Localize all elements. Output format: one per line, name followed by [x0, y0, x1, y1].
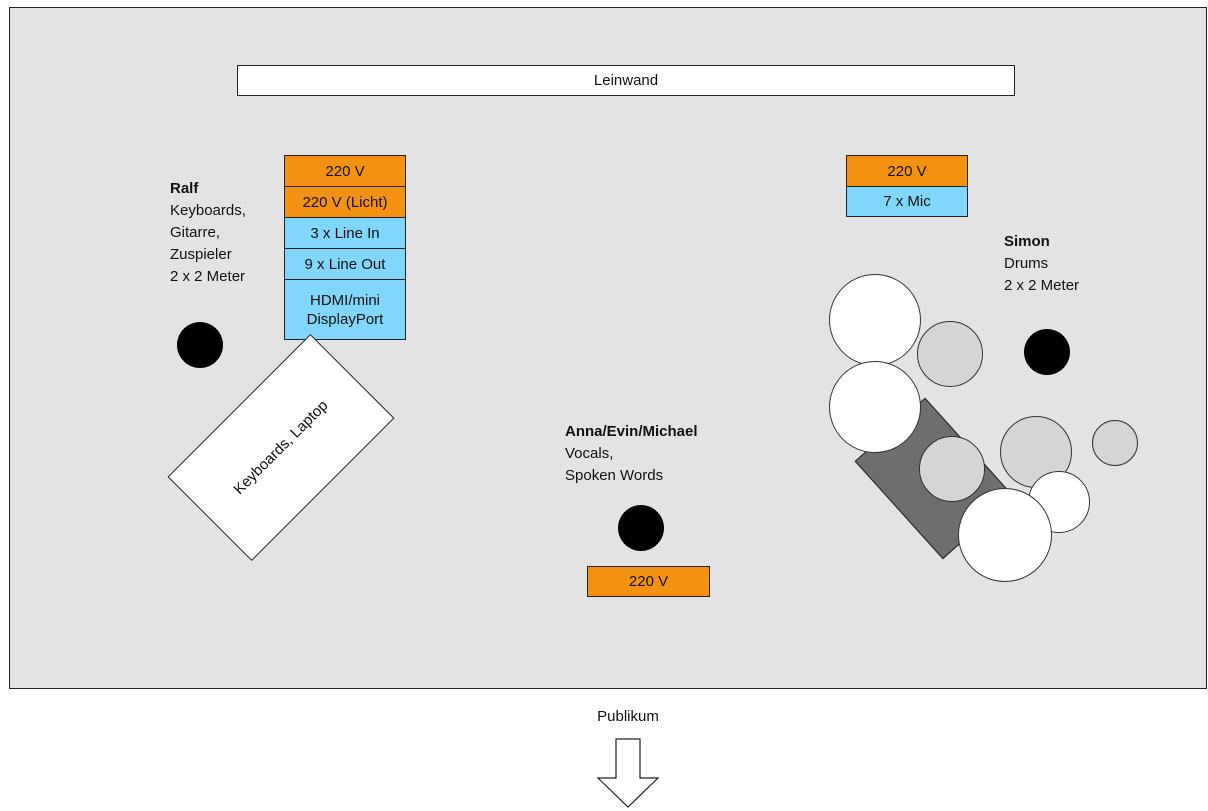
ralf-line: Gitarre, — [170, 224, 221, 241]
vocals-line: Spoken Words — [565, 467, 664, 484]
ralf-power-label: 220 V — [325, 162, 365, 180]
simon-mic-box: 7 x Mic — [846, 186, 968, 217]
simon-name: Simon — [1004, 233, 1050, 250]
ralf-line-in-box: 3 x Line In — [284, 217, 406, 249]
ralf-hdmi-label: HDMI/mini DisplayPort — [306, 291, 384, 328]
simon-mic-label: 7 x Mic — [883, 193, 931, 210]
ralf-line-in-label: 3 x Line In — [310, 224, 380, 242]
simon-power-box: 220 V — [846, 155, 968, 187]
drum-snare — [919, 436, 985, 502]
vocals-name: Anna/Evin/Michael — [565, 423, 698, 440]
ralf-line-out-label: 9 x Line Out — [304, 255, 386, 273]
ralf-power-box: 220 V — [284, 155, 406, 187]
ralf-light-power-label: 220 V (Licht) — [302, 193, 388, 211]
drum-tom — [829, 274, 921, 366]
ralf-line: Keyboards, — [170, 202, 246, 219]
simon-power-label: 220 V — [887, 162, 927, 180]
drum-floor-tom — [958, 488, 1052, 582]
ralf-line: Zuspieler — [170, 246, 232, 263]
simon-line: Drums — [1004, 255, 1049, 272]
ralf-line: 2 x 2 Meter — [170, 268, 246, 285]
ralf-name: Ralf — [170, 180, 199, 197]
ralf-monitor — [177, 322, 223, 368]
simon-line: 2 x 2 Meter — [1004, 277, 1080, 294]
simon-monitor — [1024, 329, 1070, 375]
vocals-power-box: 220 V — [587, 566, 710, 597]
ralf-line-out-box: 9 x Line Out — [284, 248, 406, 280]
vocals-line: Vocals, — [565, 445, 614, 462]
drum-cymbal — [917, 321, 983, 387]
ralf-light-power-box: 220 V (Licht) — [284, 186, 406, 218]
vocals-monitor — [618, 505, 664, 551]
audience-label: Publikum — [597, 708, 659, 725]
ralf-label: Ralf Keyboards, Gitarre, Zuspieler 2 x 2… — [170, 178, 246, 288]
ralf-hdmi-box: HDMI/mini DisplayPort — [284, 279, 406, 340]
screen-label: Leinwand — [593, 72, 659, 89]
drum-cymbal-small — [1092, 420, 1138, 466]
vocals-label: Anna/Evin/Michael Vocals, Spoken Words — [565, 421, 698, 487]
simon-label: Simon Drums 2 x 2 Meter — [1004, 231, 1079, 297]
vocals-power-label: 220 V — [628, 573, 669, 590]
ralf-rack-label: Keyboards, Laptop — [230, 396, 332, 499]
screen-leinwand: Leinwand — [237, 65, 1015, 96]
drum-tom — [829, 361, 921, 453]
down-arrow-icon — [596, 738, 660, 808]
